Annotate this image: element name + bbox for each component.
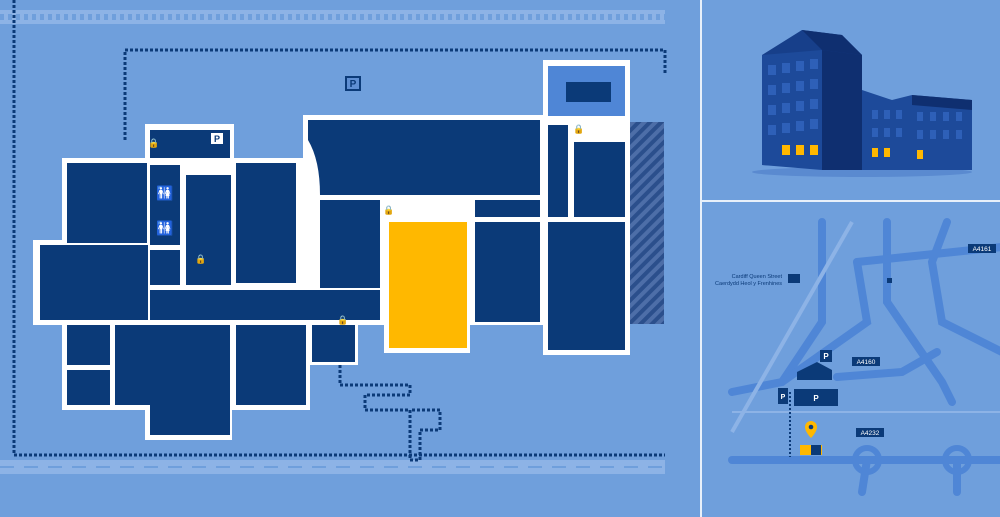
hatched-loading-area — [630, 122, 664, 324]
road-label-a4161: A4161 — [968, 244, 996, 253]
roundabout-1 — [852, 445, 882, 475]
building-block — [797, 362, 832, 380]
svg-text:🔒: 🔒 — [337, 315, 348, 325]
roundabout-2 — [942, 445, 972, 475]
room-sw-2 — [67, 370, 110, 405]
panel-divider-vertical — [700, 0, 702, 517]
room-south-2 — [236, 325, 306, 405]
parking-sign: P — [345, 76, 361, 91]
panel-divider-horizontal — [702, 200, 1000, 202]
road-label-a4232: A4232 — [856, 428, 884, 437]
svg-text:P: P — [823, 352, 829, 361]
room-west — [40, 245, 148, 320]
svg-text:🚻: 🚻 — [156, 220, 173, 237]
room-northwest — [67, 163, 147, 243]
toilets — [150, 165, 180, 245]
svg-text:P: P — [781, 394, 786, 401]
lock-icons: 🔒 🔒 🔒 🔒 🔒 — [148, 124, 584, 325]
parking-sign-label: P — [350, 79, 357, 90]
corridor-west — [186, 175, 231, 285]
room-south-large — [115, 325, 230, 435]
road-label-a4160: A4160 — [852, 357, 880, 366]
floor-plan-map: P 🚻 🚻 P 1st � — [0, 0, 667, 474]
svg-text:P: P — [214, 134, 220, 144]
room-small-1 — [150, 250, 180, 285]
svg-text:P: P — [813, 394, 819, 403]
corridor-main — [150, 290, 380, 320]
room-east-3 — [574, 142, 625, 217]
station-name-en: Cardiff Queen Street — [732, 274, 783, 280]
rail-track-top — [0, 10, 665, 24]
svg-text:🔒: 🔒 — [573, 124, 584, 134]
room-east-2 — [548, 222, 625, 350]
building-illustration — [752, 30, 972, 177]
entrance-path — [338, 365, 442, 462]
road-bottom — [0, 460, 665, 474]
station-name-cy: Caerdydd Heol y Frenhines — [715, 281, 782, 287]
svg-text:🚻: 🚻 — [156, 185, 173, 202]
svg-text:A4161: A4161 — [973, 246, 992, 253]
room-curved — [236, 163, 296, 283]
city-location-map: Cardiff Queen Street Caerdydd Heol y Fre… — [715, 218, 1000, 496]
railway-line — [730, 221, 854, 433]
svg-text:🔒: 🔒 — [148, 138, 159, 148]
parking-icon-3: P — [794, 389, 838, 406]
stair-parking-icon: P — [211, 133, 223, 144]
toilet-icons: 🚻 🚻 — [156, 185, 173, 237]
first-floor-label: 1st — [211, 159, 220, 166]
room-east-1 — [475, 222, 540, 322]
svg-text:🔒: 🔒 — [195, 254, 206, 264]
svg-text:🔒: 🔒 — [383, 205, 394, 215]
rail-icon — [788, 274, 800, 283]
parking-icon-2: P — [778, 388, 788, 404]
building-floor — [33, 60, 630, 440]
station-marker — [887, 278, 892, 283]
room-central — [320, 200, 380, 288]
room-north-large — [308, 120, 540, 195]
destination-pin-icon[interactable] — [800, 421, 822, 455]
highlighted-room[interactable] — [389, 222, 467, 348]
svg-text:A4232: A4232 — [861, 430, 880, 437]
parking-icon-1: P — [820, 350, 832, 362]
entrance-lobby — [312, 325, 355, 362]
car-park-boundary — [123, 48, 667, 140]
svg-text:A4160: A4160 — [857, 359, 876, 366]
lit-windows — [782, 145, 923, 159]
room-sw-1 — [67, 325, 110, 365]
corridor-east — [548, 125, 568, 217]
